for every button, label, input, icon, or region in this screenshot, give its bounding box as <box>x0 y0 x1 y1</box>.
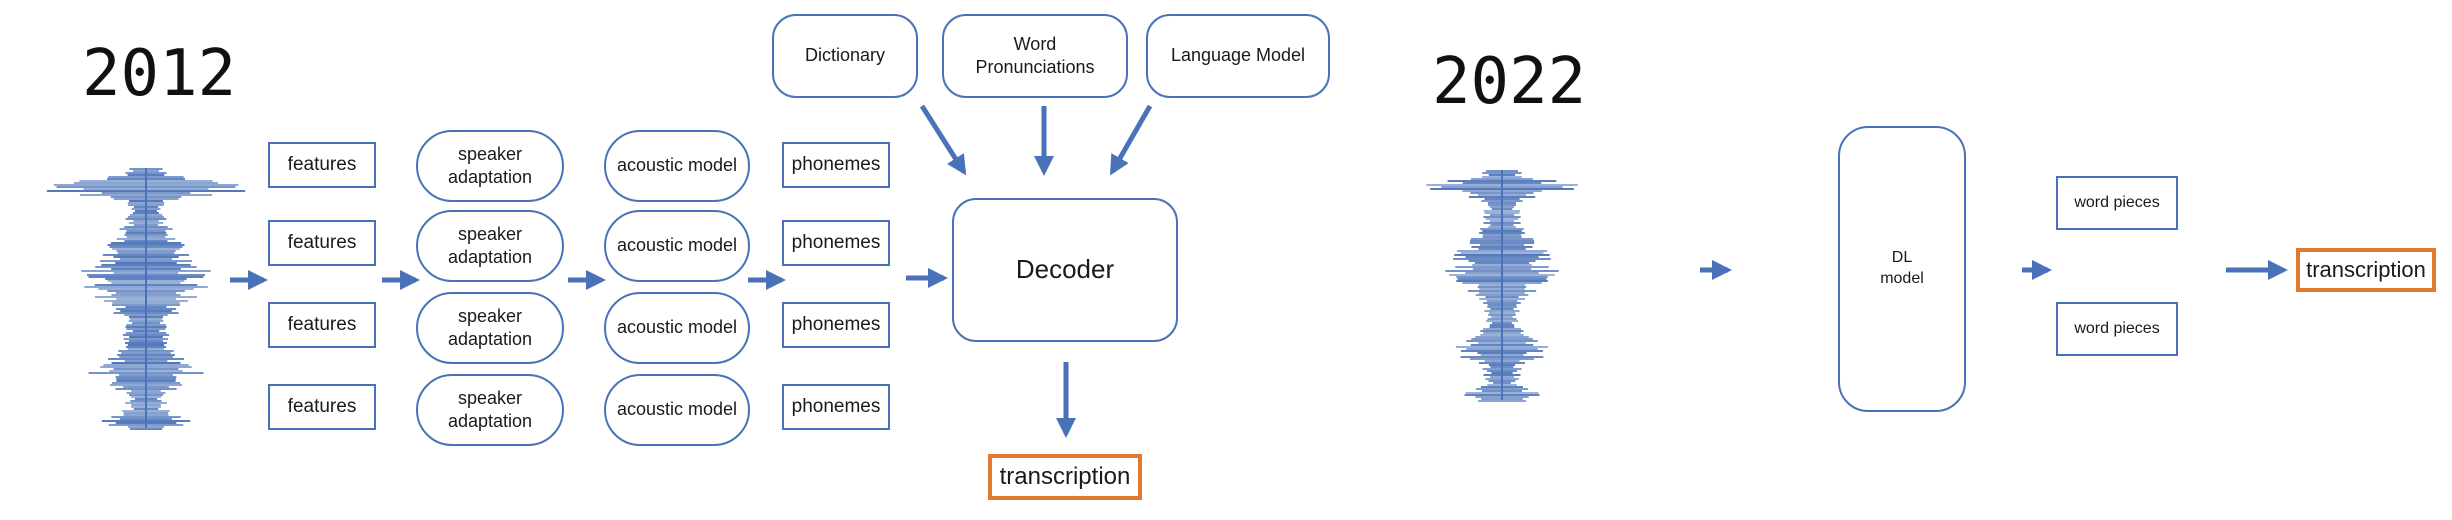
transcription-output-2012: transcription <box>988 454 1142 500</box>
phonemes-box: phonemes <box>782 220 890 266</box>
arrow-language-model-to-decoder <box>1109 104 1153 176</box>
year-label-2012: 2012 <box>82 37 237 111</box>
acoustic-model-box: acoustic model <box>604 130 750 202</box>
features-box: features <box>268 220 376 266</box>
speaker-adaptation-box: speaker adaptation <box>416 130 564 202</box>
speaker-adaptation-box: speaker adaptation <box>416 374 564 446</box>
acoustic-model-box: acoustic model <box>604 374 750 446</box>
word-pronunciations-box: Word Pronunciations <box>942 14 1128 98</box>
word-pieces-box: word pieces <box>2056 176 2178 230</box>
phonemes-box: phonemes <box>782 142 890 188</box>
acoustic-model-box: acoustic model <box>604 292 750 364</box>
phonemes-box: phonemes <box>782 384 890 430</box>
word-pieces-box: word pieces <box>2056 302 2178 356</box>
speaker-adaptation-box: speaker adaptation <box>416 210 564 282</box>
features-box: features <box>268 384 376 430</box>
dl-model-box: DL model <box>1838 126 1966 412</box>
features-box: features <box>268 142 376 188</box>
transcription-output-2022: transcription <box>2296 248 2436 292</box>
year-label-2022: 2022 <box>1432 45 1587 119</box>
acoustic-model-box: acoustic model <box>604 210 750 282</box>
waveform-2022 <box>1426 170 1578 402</box>
features-box: features <box>268 302 376 348</box>
decoder-box: Decoder <box>952 198 1178 342</box>
dictionary-box: Dictionary <box>772 14 918 98</box>
speaker-adaptation-box: speaker adaptation <box>416 292 564 364</box>
waveform-2012 <box>46 168 246 430</box>
phonemes-box: phonemes <box>782 302 890 348</box>
language-model-box: Language Model <box>1146 14 1330 98</box>
arrow-dictionary-to-decoder <box>919 104 967 176</box>
